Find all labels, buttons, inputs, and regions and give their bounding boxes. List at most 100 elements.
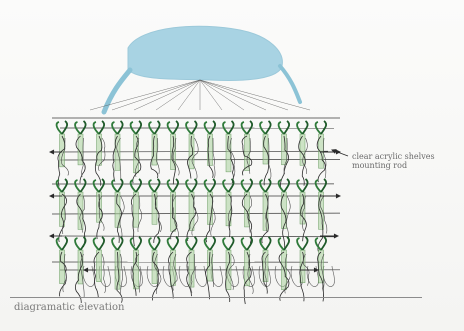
leaf — [284, 179, 289, 192]
leaf — [81, 179, 86, 192]
hanging-plants — [57, 121, 327, 304]
leaf — [321, 121, 326, 134]
leaf — [321, 179, 326, 192]
pot-outline — [195, 266, 206, 287]
leaf — [192, 121, 197, 134]
leaf — [242, 238, 247, 250]
plant-unit — [112, 179, 124, 243]
plant-unit — [186, 179, 198, 241]
grow-tube — [134, 192, 139, 227]
leaf — [316, 238, 321, 250]
plant-unit — [57, 237, 68, 296]
grow-tube — [171, 250, 176, 285]
plant-unit — [260, 179, 271, 243]
leaf — [260, 180, 265, 192]
leaf — [131, 180, 136, 192]
root-strand — [213, 138, 215, 178]
feed-line — [90, 80, 200, 110]
leaf — [260, 238, 265, 250]
root-strand — [269, 138, 272, 179]
feed-line — [178, 80, 200, 110]
leaf — [192, 179, 197, 192]
leaf — [112, 238, 117, 250]
feed-line — [134, 80, 200, 110]
leaf — [75, 238, 80, 250]
leaf — [247, 179, 252, 192]
leaf — [136, 237, 141, 250]
leaf — [223, 238, 228, 250]
feed-line — [200, 80, 244, 110]
leaf — [62, 179, 67, 192]
plant-unit — [186, 121, 198, 179]
feed-line — [156, 80, 200, 110]
leaf — [99, 179, 104, 192]
leaf — [266, 121, 271, 134]
leaf — [303, 121, 308, 134]
water-reservoir-shape — [128, 26, 282, 80]
root-strand — [286, 196, 290, 240]
plant-unit — [260, 121, 271, 185]
leaf — [223, 180, 228, 192]
feed-line — [112, 80, 200, 110]
leaf — [279, 238, 284, 250]
leaf — [210, 179, 215, 192]
leaf — [173, 121, 178, 134]
leaf — [297, 180, 302, 192]
leaf — [168, 180, 173, 192]
pot-outline — [83, 266, 94, 287]
drip-branch — [280, 66, 300, 102]
arrow-head — [50, 234, 54, 237]
leaf — [94, 180, 99, 192]
leaf — [192, 237, 197, 250]
feed-line — [200, 80, 266, 110]
plant-unit — [112, 121, 123, 182]
leaf — [242, 180, 247, 192]
annotation-shelves-label: clear acrylic shelves — [352, 152, 435, 161]
annotation-rod-label: mounting rod — [352, 161, 407, 170]
plant-unit — [57, 179, 68, 242]
leaf — [136, 179, 141, 192]
arrow-head — [336, 194, 340, 197]
shelf-line — [60, 159, 340, 160]
feed-line — [200, 80, 222, 110]
shelf-line — [60, 236, 334, 237]
plant-unit — [242, 179, 253, 243]
plant-unit — [168, 179, 179, 239]
leaf — [186, 180, 191, 192]
plant-unit — [168, 237, 179, 299]
leaf — [118, 179, 123, 192]
leaf — [210, 121, 215, 134]
leaf — [99, 237, 104, 250]
plant-unit — [149, 121, 160, 178]
leaf — [155, 121, 160, 134]
grow-tube — [97, 134, 102, 165]
leaf — [210, 237, 215, 250]
leaf — [168, 238, 173, 250]
grow-tube — [189, 250, 194, 287]
plant-unit — [297, 121, 308, 186]
plant-unit — [94, 237, 106, 297]
ground-line — [10, 297, 422, 298]
leaf — [81, 121, 86, 134]
leaf — [81, 237, 86, 250]
root-strand — [120, 196, 124, 239]
grow-tube — [78, 192, 83, 229]
leaf — [229, 237, 234, 250]
plant-unit — [149, 179, 161, 243]
leaf — [62, 121, 67, 134]
leaf — [186, 238, 191, 250]
arrow-head — [334, 234, 338, 237]
grow-tube — [97, 250, 102, 282]
plant-unit — [94, 121, 105, 186]
leaf — [284, 121, 289, 134]
drip-branch — [104, 70, 130, 112]
leaf — [297, 238, 302, 250]
leaf — [303, 179, 308, 192]
arrow-head — [50, 194, 54, 197]
leaf — [149, 180, 154, 192]
leaf — [118, 121, 123, 134]
pot-outline — [323, 266, 334, 287]
leaf — [266, 237, 271, 250]
leaf — [247, 121, 252, 134]
